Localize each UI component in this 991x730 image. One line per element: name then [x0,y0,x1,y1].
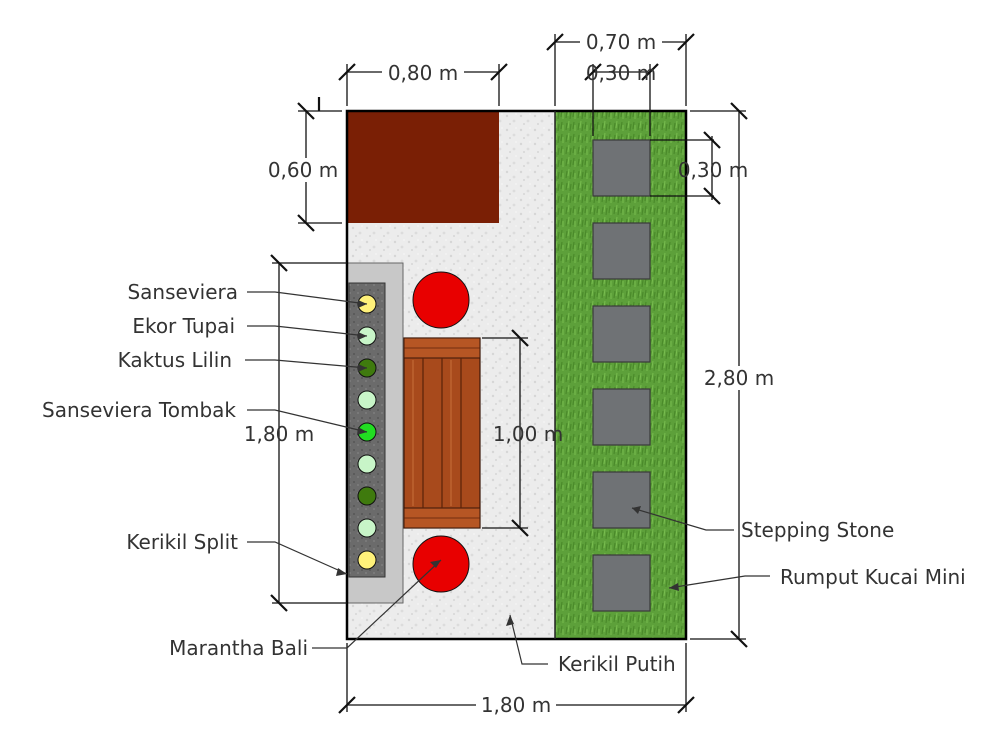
garden-outline [345,109,688,641]
dim-top-030: 0,30 m [586,61,656,85]
stepping-stones [592,139,651,612]
stepping-stone [592,222,651,280]
stepping-stone [592,388,651,446]
planter-plants [357,294,377,570]
dim-bench-100: 1,00 m [493,422,563,446]
label-kerikil-putih: Kerikil Putih [558,652,676,676]
stepping-stone [592,139,651,197]
label-sanseviera-tombak: Sanseviera Tombak [42,398,236,422]
brown-block [347,111,499,223]
red-plant-top [412,271,470,329]
planter-plant [357,454,377,474]
wooden-bench [403,337,481,529]
stepping-stone [592,305,651,363]
planter-plant [357,390,377,410]
label-kerikil-split: Kerikil Split [126,530,238,554]
planter-plant [357,486,377,506]
label-sanseviera: Sanseviera [127,280,238,304]
stepping-stone [592,471,651,529]
label-kaktus-lilin: Kaktus Lilin [118,348,232,372]
grass-area [555,111,686,639]
dim-right-280: 2,80 m [704,366,774,390]
label-rumput-kucai-mini: Rumput Kucai Mini [780,565,966,589]
label-ekor-tupai: Ekor Tupai [132,314,235,338]
label-stepping-stone: Stepping Stone [741,518,894,542]
dimension-lines [262,30,778,717]
planter-plant [357,550,377,570]
dim-bottom-180: 1,80 m [481,693,551,717]
dim-left-060: 0,60 m [268,158,338,182]
leader-lines [245,291,770,665]
dim-top-070: 0,70 m [586,30,656,54]
stepping-stone [592,554,651,612]
red-plant-bottom [412,535,470,593]
dim-left-180: 1,80 m [244,422,314,446]
planter-plant [357,518,377,538]
dim-stone-030: 0,30 m [678,158,748,182]
label-marantha-bali: Marantha Bali [169,636,308,660]
dim-top-080: 0,80 m [388,61,458,85]
